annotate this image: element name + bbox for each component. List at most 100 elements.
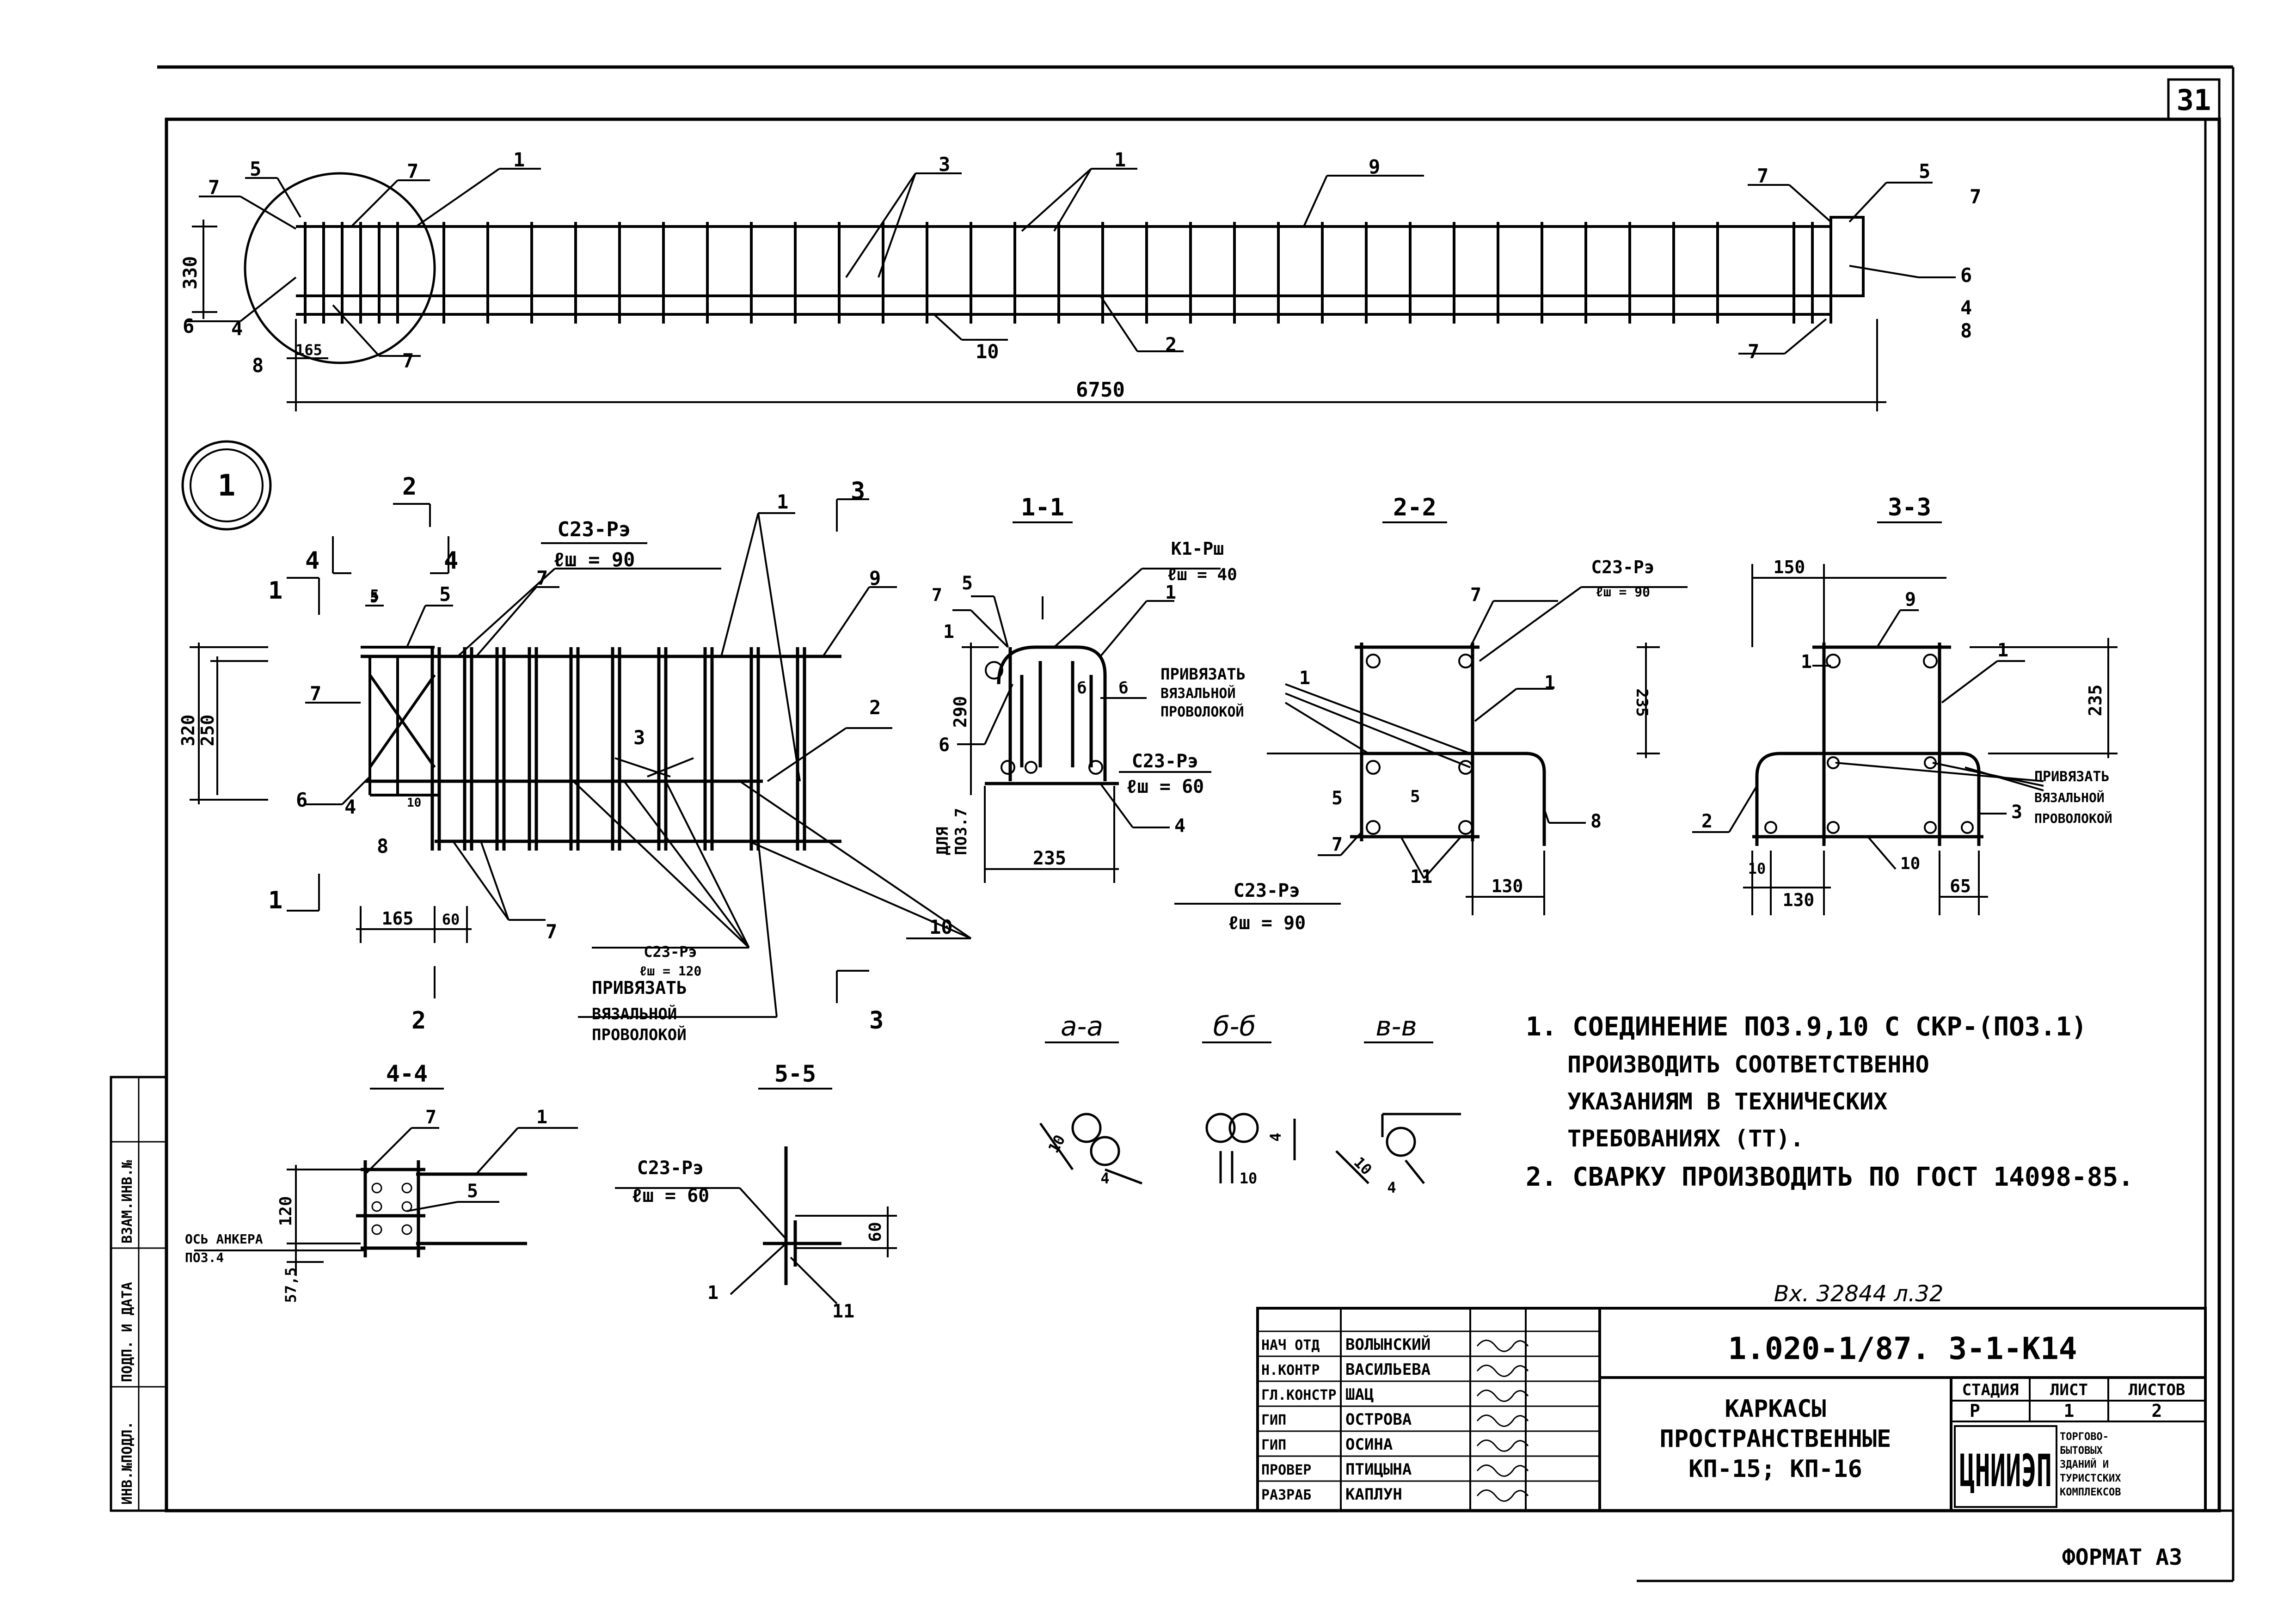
section-2-2-label: 1	[1299, 668, 1310, 689]
detail-vv-dim: 10	[1351, 1153, 1375, 1178]
section-3-3-label: 1	[1801, 651, 1812, 673]
node-1-note-line: ПРИВЯЗАТЬ	[592, 978, 687, 998]
section-1-1-label: 7	[932, 585, 942, 605]
title-block-title: КАРКАСЫ	[1725, 1395, 1826, 1423]
section-3-3-bars	[1764, 654, 1974, 834]
section-2-2-weld-top: С23-Рэ	[1591, 557, 1654, 577]
section-3-3-dim: 235	[2085, 685, 2106, 717]
section-3-3-frame	[1752, 643, 1983, 846]
note-line: УКАЗАНИЯМ В ТЕХНИЧЕСКИХ	[1567, 1088, 1887, 1115]
detail-vv-title: в-в	[1375, 1011, 1417, 1042]
section-1-1-label: б	[1119, 679, 1128, 698]
section-1-1-label: 1	[943, 621, 954, 643]
section-1-1-label: 5	[962, 573, 973, 594]
main-label: 6	[1960, 264, 1972, 287]
note-line: 2. СВАРКУ ПРОИЗВОДИТЬ ПО ГОСТ 14098-85.	[1526, 1162, 2134, 1192]
org-sub-line: ТОРГОВО-	[2060, 1431, 2109, 1443]
note-line: 1. СОЕДИНЕНИЕ ПОЗ.9,10 С СКР-(ПОЗ.1)	[1526, 1012, 2087, 1042]
section-2-2-note: ПРОВОЛОКОЙ	[1160, 704, 1244, 720]
tb-role: Н.КОНТР	[1261, 1362, 1320, 1378]
node-1-note-line: ВЯЗАЛЬНОЙ	[592, 1004, 677, 1023]
section-5-5: 5-5 С23-Рэ ℓш = 60 1 11 60	[615, 1060, 897, 1322]
main-label: 7	[208, 176, 220, 199]
section-2-2-label: 5	[1410, 787, 1420, 806]
node-1-weld-top: С23-Рэ	[558, 518, 631, 541]
main-label: 3	[939, 153, 950, 176]
node-1-weld-bot-len: ℓш = 120	[639, 963, 702, 979]
main-label: 10	[976, 340, 999, 363]
node-1-cut: 4	[444, 547, 458, 575]
section-1-1-side: ПОЗ.7	[952, 808, 970, 855]
section-3-3-leaders	[1692, 609, 2044, 870]
section-1-1-label: 6	[939, 735, 950, 756]
main-label: 7	[1970, 185, 1981, 208]
tb-role: НАЧ ОТД	[1261, 1337, 1320, 1354]
node-1-cut: 3	[851, 478, 865, 505]
section-2-2-bars	[1366, 654, 1473, 835]
section-5-5-weld-len: ℓш = 60	[632, 1185, 710, 1207]
section-4-4-label: 5	[467, 1181, 478, 1202]
org-sub-line: БЫТОВЫХ	[2060, 1445, 2103, 1457]
section-3-3: 3-3 ПРИВЯЗАТЬ ВЯЗАЛЬНОЙ ПРОВОЛОКОЙ 9 1 1…	[1692, 494, 2118, 915]
end-plate	[1829, 216, 1865, 297]
section-5-5-label: 11	[832, 1301, 854, 1322]
node-1-cut: 2	[402, 473, 417, 501]
sheet-value: 1	[2064, 1401, 2075, 1421]
section-1-1-weld-mid: С23-Рэ	[1132, 751, 1199, 772]
main-label: 1	[1114, 148, 1126, 171]
signature	[1476, 1464, 1529, 1477]
node-1-detail: 1 С23-Рэ ℓш = 90 С23-Рэ ℓш = 120 ПРИВЯЗА…	[178, 440, 972, 1044]
section-2-2-label: 1	[1544, 672, 1555, 693]
side-strip-sign: ПОДП. И ДАТА	[119, 1282, 135, 1382]
section-1-1-dimensions	[962, 596, 1119, 883]
section-5-5-dimensions	[795, 1207, 897, 1257]
section-4-4-label: 1	[536, 1107, 547, 1128]
node-1-dim: 320	[178, 715, 198, 747]
node-1-dim: 165	[382, 908, 414, 929]
tb-name: ОСИНА	[1345, 1435, 1393, 1454]
section-2-2-title: 2-2	[1393, 494, 1437, 521]
section-3-3-note: ПРОВОЛОКОЙ	[2034, 810, 2112, 826]
detail-bb-title: б-б	[1213, 1011, 1256, 1042]
detail-aa-dim: 4	[1100, 1170, 1109, 1187]
node-1-weld-bot: С23-Рэ	[644, 943, 697, 961]
section-4-4-dim: 57,5	[282, 1267, 300, 1303]
node-1-label: 5	[439, 583, 451, 606]
section-2-2-frame	[1350, 643, 1546, 846]
main-label: 4	[231, 317, 243, 340]
general-notes: 1. СОЕДИНЕНИЕ ПОЗ.9,10 С СКР-(ПОЗ.1) ПРО…	[1526, 1012, 2134, 1192]
section-1-1-bars	[985, 661, 1103, 775]
section-4-4-title: 4-4	[386, 1060, 428, 1087]
node-1-label: 7	[536, 567, 548, 589]
section-5-5-label: 1	[707, 1282, 718, 1304]
detail-bb-dim: 10	[1240, 1170, 1258, 1187]
node-1-marker-label: 1	[218, 469, 236, 503]
node-1-dim: 10	[407, 796, 421, 810]
note-line: ТРЕБОВАНИЯХ (ТТ).	[1567, 1125, 1804, 1152]
main-label: 8	[252, 354, 264, 377]
sheet-number: 31	[2177, 83, 2211, 117]
stage-header: СТАДИЯ	[1962, 1381, 2019, 1399]
section-3-3-label: 1	[1997, 640, 2008, 661]
main-label: 7	[402, 349, 414, 372]
main-dimensions	[192, 220, 1886, 411]
section-1-1-side: ДЛЯ	[933, 827, 952, 855]
main-leaders	[185, 168, 1956, 357]
tb-name: ВАСИЛЬЕВА	[1345, 1360, 1430, 1379]
section-2-2: 2-2 С23-Рэ ℓш = 90 С23-Рэ ℓш = 90 ПРИВЯЗ…	[1160, 494, 1688, 934]
detail-circle	[244, 172, 436, 364]
tb-name: ШАЦ	[1345, 1385, 1374, 1404]
section-2-2-dimensions	[1466, 643, 1660, 915]
node-1-cut: 3	[869, 1007, 884, 1035]
detail-bb-dim: 4	[1267, 1133, 1284, 1141]
node-1-label: 1	[777, 490, 788, 513]
sheets-header: ЛИСТОВ	[2129, 1381, 2185, 1399]
tb-name: ВОЛЫНСКИЙ	[1345, 1335, 1430, 1354]
section-3-3-label: 10	[1900, 854, 1920, 873]
main-label: 7	[1757, 165, 1768, 187]
main-label: 6	[183, 315, 194, 337]
node-1-label: 5	[370, 587, 379, 605]
section-4-4-holes	[371, 1182, 412, 1235]
